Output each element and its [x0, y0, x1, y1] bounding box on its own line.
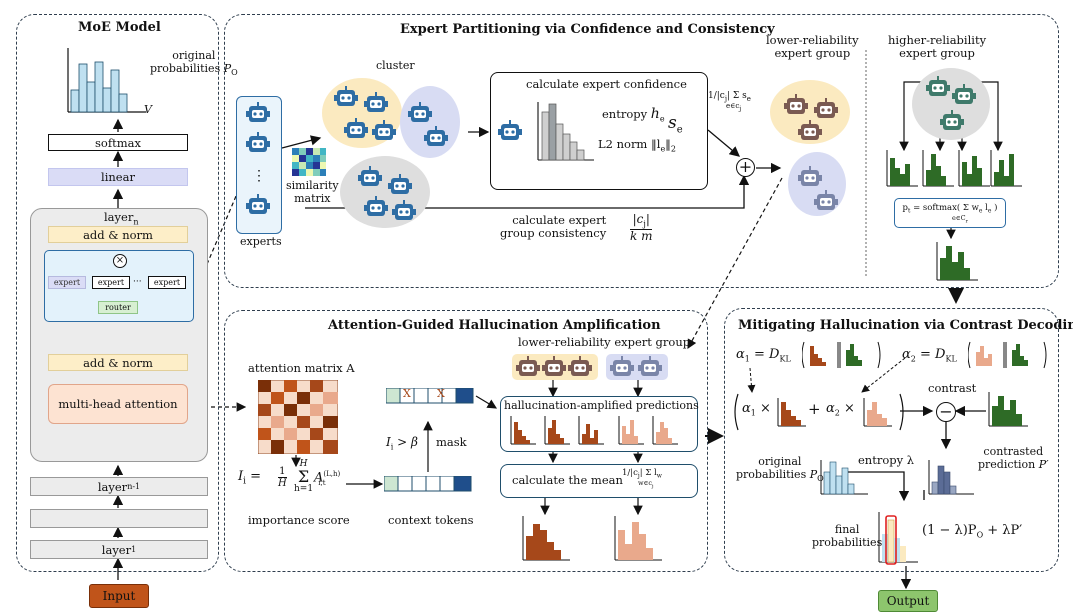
- expert-box-1: expert: [92, 276, 130, 289]
- attention-matrix-label: attention matrix A: [248, 361, 355, 375]
- attention-title: Attention-Guided Hallucination Amplifica…: [328, 318, 661, 333]
- expert-box-faded: expert: [48, 276, 86, 289]
- add-norm-bottom: add & norm: [48, 354, 188, 371]
- oplus-symbol: +: [736, 158, 755, 177]
- output-button[interactable]: Output: [878, 590, 938, 612]
- mitigate-title: Mitigating Hallucination via Contrast De…: [738, 318, 1073, 333]
- moe-title: MoE Model: [78, 20, 161, 35]
- higher-group-circle: [912, 68, 990, 140]
- add-norm-top: add & norm: [48, 226, 188, 243]
- similarity-matrix: [292, 148, 326, 176]
- router-box: router: [98, 301, 138, 314]
- mean-result-brown: [522, 516, 570, 561]
- plus-sign: +: [808, 400, 821, 418]
- mha-box: multi-head attention: [48, 384, 188, 424]
- expert-dots: ···: [133, 277, 142, 287]
- mask-condition: Ii > β: [386, 435, 418, 452]
- masked-tokens-bar: [386, 388, 474, 404]
- moe-orig-prob-label: original probabilities PO: [150, 49, 238, 77]
- confidence-chart: [537, 102, 594, 161]
- calc-conf-label: calculate expert confidence: [526, 77, 687, 91]
- expert-combine-circle: ×: [113, 254, 127, 268]
- input-button[interactable]: Input: [89, 584, 149, 608]
- attention-panel: [224, 310, 708, 572]
- contrasted-pred-chart: [928, 460, 974, 495]
- experts-box: [236, 96, 282, 234]
- importance-score-label: importance score: [248, 513, 350, 527]
- contrast-target-chart: [988, 392, 1028, 427]
- linear-box: linear: [48, 168, 188, 186]
- alpha2-eq: α2 = DKL: [902, 347, 957, 364]
- alpha1-term: α1 ×: [742, 401, 771, 418]
- softmax-box: softmax: [48, 134, 188, 151]
- hallu-pred-label: hallucination-amplified predictions: [504, 399, 699, 412]
- higher-group-charts: [886, 150, 1022, 187]
- calc-mean-box: [500, 464, 698, 498]
- orig-prob-label: original probabilities PO: [736, 455, 824, 483]
- cluster-label: cluster: [376, 59, 415, 72]
- cluster-blue: [400, 86, 460, 158]
- l2norm-label: L2 norm ‖le‖2: [598, 137, 677, 154]
- partition-panel: [224, 14, 1059, 288]
- attention-matrix: [258, 380, 338, 454]
- partition-title: Expert Partitioning via Confidence and C…: [400, 22, 775, 37]
- ominus-symbol: −: [936, 402, 956, 422]
- layer-n-label: layern: [104, 210, 139, 227]
- attention-group-yellow: [512, 354, 598, 380]
- alpha2-kl-charts: [968, 341, 1047, 369]
- alpha1-kl-charts: [802, 341, 881, 369]
- hallu-pred-charts: [510, 416, 678, 445]
- cluster-gray: [340, 156, 430, 228]
- se-label: se: [668, 113, 683, 136]
- mask-x-1: X: [403, 387, 411, 400]
- mitigate-panel: [724, 308, 1059, 572]
- context-tokens-bar: [384, 476, 472, 492]
- contrasted-label: contrasted prediction P′: [978, 445, 1049, 471]
- layer-blank-box: [30, 509, 208, 528]
- entropy-lambda-label: entropy λ: [858, 453, 915, 467]
- experts-label: experts: [240, 235, 282, 248]
- lower-group-blue: [788, 152, 846, 216]
- alpha2-term: α2 ×: [826, 401, 855, 418]
- lower-group-yellow: [770, 80, 850, 144]
- final-formula: (1 − λ)PO + λP′: [922, 523, 1023, 540]
- mean-formula: 1/|cj| Σ lw w∈cj: [622, 468, 662, 490]
- moe-axis-v: V: [144, 103, 152, 116]
- expert-box-2: expert: [148, 276, 186, 289]
- pt-result-chart: [936, 242, 978, 281]
- contrast-combo: [734, 393, 904, 431]
- moe-orig-prob-chart: [67, 48, 146, 113]
- attention-group-label: lower-reliability expert group: [518, 335, 691, 349]
- pt-formula-box: pt = softmax( Σ we le ) e∈Cr: [894, 198, 1006, 228]
- experts-vdots: ⋮: [252, 168, 266, 184]
- contrast-label: contrast: [928, 381, 977, 395]
- final-prob-chart: [878, 512, 918, 565]
- consistency-formula: |cj| k m: [630, 212, 653, 243]
- mask-x-2: X: [437, 387, 445, 400]
- cluster-yellow: [322, 78, 402, 148]
- attention-group-blue: [606, 354, 668, 380]
- orig-prob-chart: [820, 460, 868, 495]
- mask-label: mask: [436, 435, 467, 449]
- alpha1-eq: α1 = DKL: [736, 347, 791, 364]
- entropy-label: entropy he: [602, 106, 665, 124]
- expert-confidence-box: [490, 72, 708, 190]
- avg-formula: 1/|cj| Σ se e∈cj: [708, 91, 751, 113]
- importance-formula: Ii =: [238, 469, 262, 487]
- importance-a: A(L,h)i,t: [314, 470, 341, 487]
- context-tokens-label: context tokens: [388, 513, 474, 527]
- mean-result-peach: [614, 516, 662, 561]
- moe-panel: [16, 14, 219, 572]
- calc-mean-label: calculate the mean: [512, 473, 623, 487]
